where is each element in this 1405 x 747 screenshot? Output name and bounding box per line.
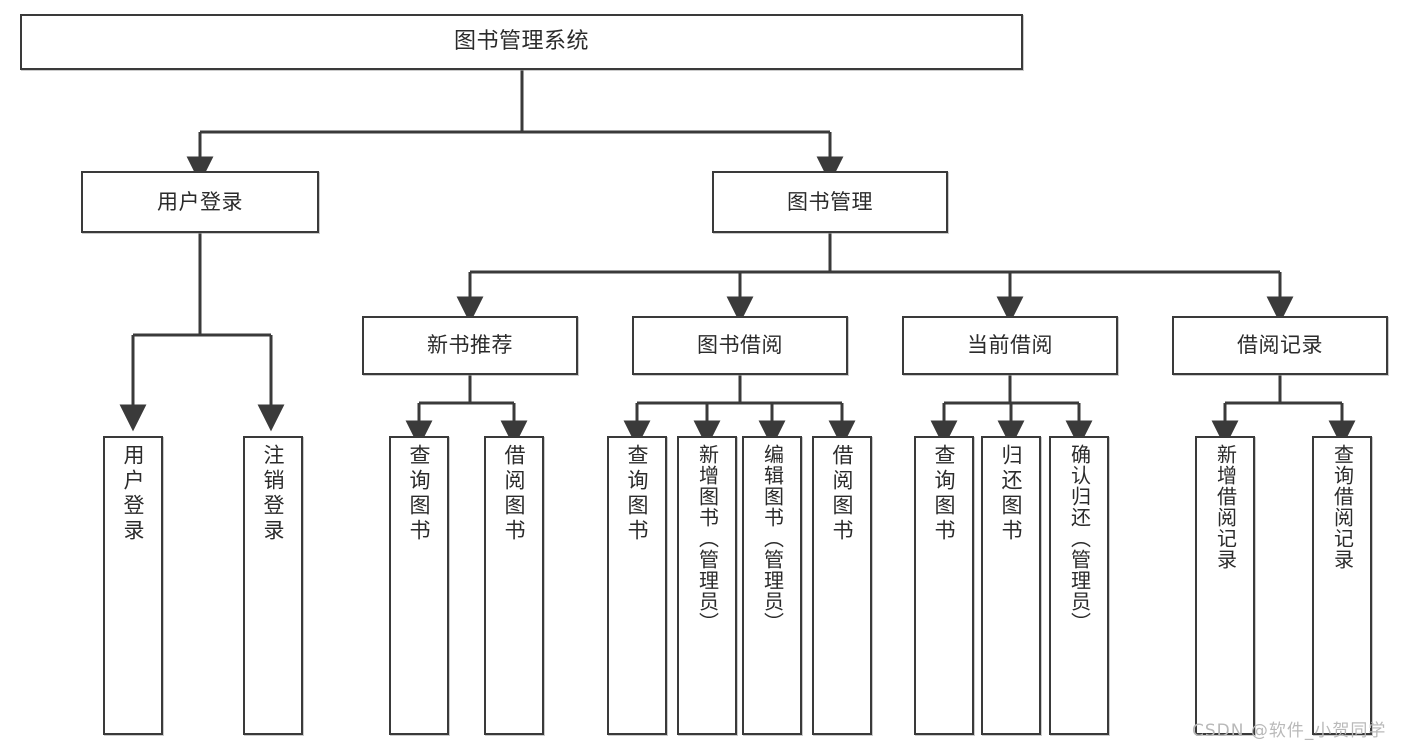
node-user-login[interactable]: 用户登录 (81, 171, 319, 233)
node-leaf-return-book[interactable]: 归还图书 (981, 436, 1041, 735)
node-book-borrowing[interactable]: 图书借阅 (632, 316, 848, 375)
node-label: 编辑图书（管理员） (760, 444, 785, 633)
node-label: 新书推荐 (427, 333, 513, 358)
node-leaf-borrow-book[interactable]: 借阅图书 (812, 436, 872, 735)
node-label: 归还图书 (999, 444, 1024, 544)
node-leaf-query-book-recommend[interactable]: 查询图书 (389, 436, 449, 735)
node-leaf-logout[interactable]: 注销登录 (243, 436, 303, 735)
node-label: 查询图书 (625, 444, 650, 544)
node-label: 借阅图书 (830, 444, 855, 544)
node-leaf-user-login[interactable]: 用户登录 (103, 436, 163, 735)
node-label: 借阅图书 (502, 444, 527, 544)
node-label: 新增借阅记录 (1213, 444, 1238, 570)
node-label: 新增图书（管理员） (695, 444, 720, 633)
node-label: 图书管理 (787, 189, 873, 214)
node-label: 用户登录 (121, 444, 146, 544)
node-leaf-confirm-return-admin[interactable]: 确认归还（管理员） (1049, 436, 1109, 735)
node-leaf-query-borrow-record[interactable]: 查询借阅记录 (1312, 436, 1372, 735)
node-leaf-edit-book-admin[interactable]: 编辑图书（管理员） (742, 436, 802, 735)
node-label: 查询图书 (932, 444, 957, 544)
node-label: 查询图书 (407, 444, 432, 544)
node-label: 图书借阅 (697, 333, 783, 358)
node-label: 确认归还（管理员） (1067, 444, 1092, 633)
watermark: CSDN @软件_小贺同学 (1192, 721, 1387, 741)
node-label: 当前借阅 (967, 333, 1053, 358)
node-book-management[interactable]: 图书管理 (712, 171, 948, 233)
node-label: 注销登录 (261, 444, 286, 544)
node-current-borrowing[interactable]: 当前借阅 (902, 316, 1118, 375)
node-label: 借阅记录 (1237, 333, 1323, 358)
node-label: 图书管理系统 (453, 29, 589, 55)
node-new-book-recommendation[interactable]: 新书推荐 (362, 316, 578, 375)
node-leaf-borrow-book-recommend[interactable]: 借阅图书 (484, 436, 544, 735)
node-label: 查询借阅记录 (1330, 444, 1355, 570)
node-label: 用户登录 (157, 189, 243, 214)
node-leaf-add-borrow-record[interactable]: 新增借阅记录 (1195, 436, 1255, 735)
node-borrow-record[interactable]: 借阅记录 (1172, 316, 1388, 375)
node-root-book-management-system[interactable]: 图书管理系统 (20, 14, 1023, 70)
node-leaf-add-book-admin[interactable]: 新增图书（管理员） (677, 436, 737, 735)
node-leaf-query-book-current[interactable]: 查询图书 (914, 436, 974, 735)
node-leaf-query-book-borrow[interactable]: 查询图书 (607, 436, 667, 735)
